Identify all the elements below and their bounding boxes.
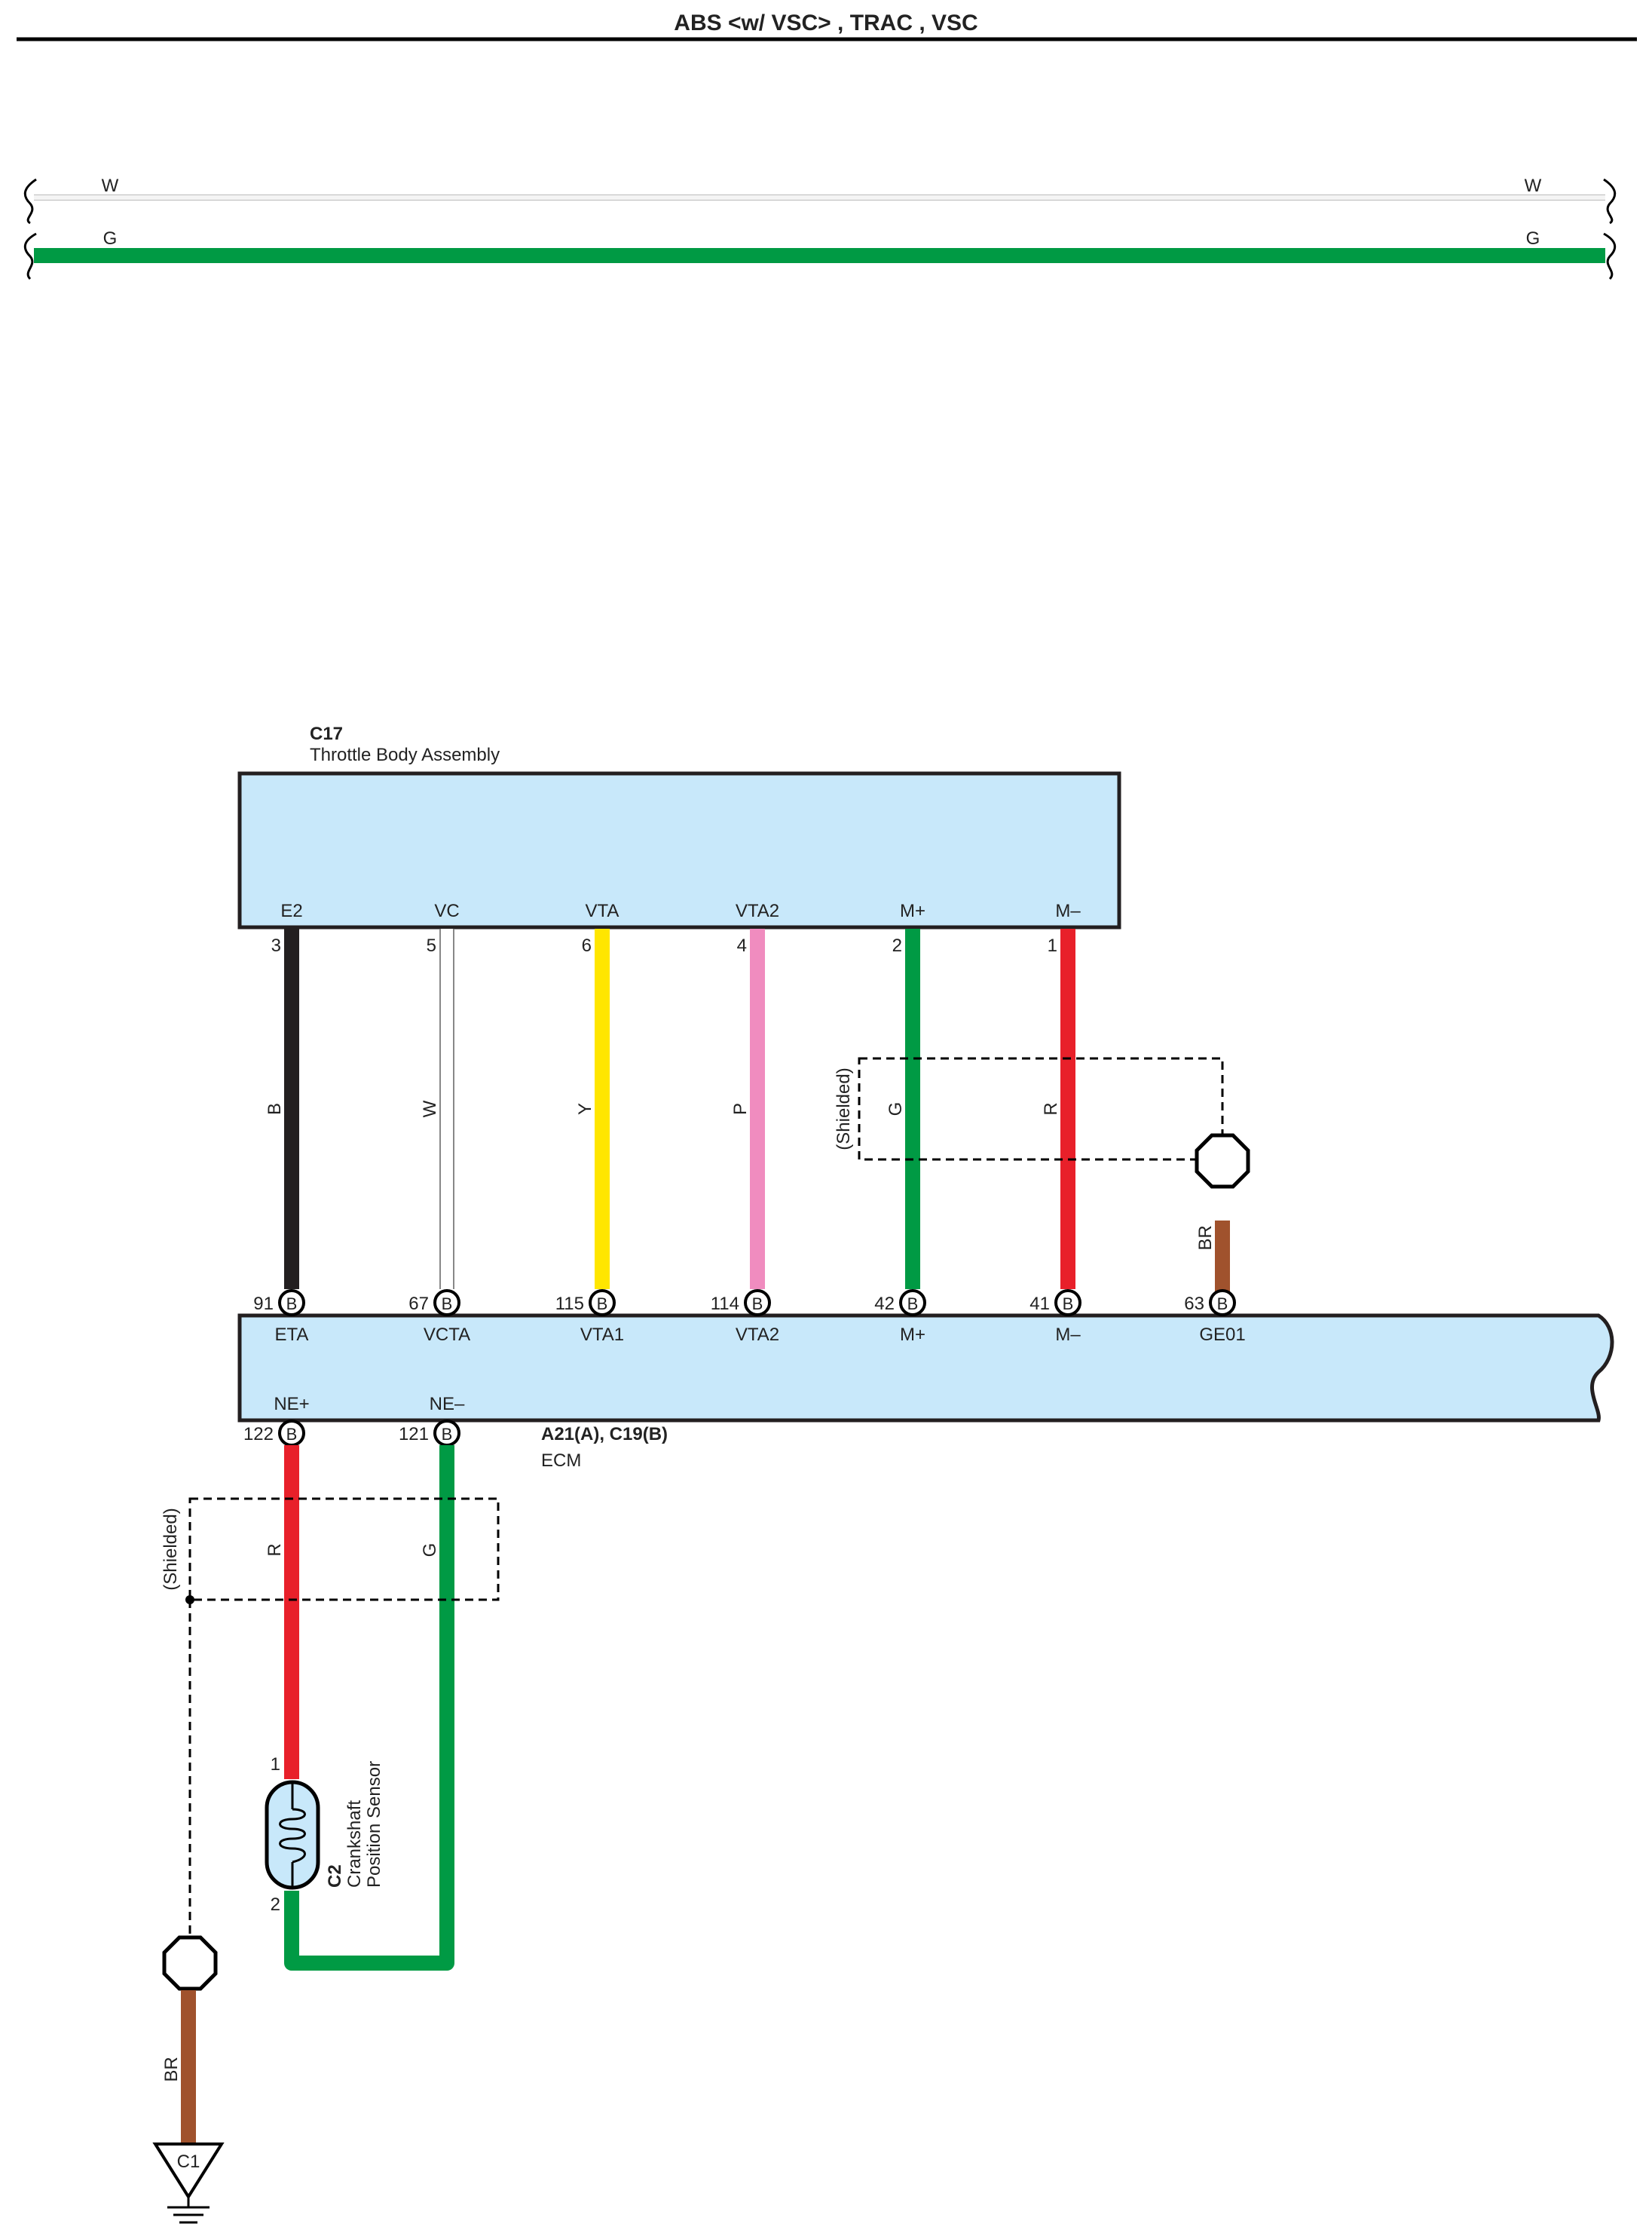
tb-pin-number: 5 bbox=[427, 936, 436, 956]
bus-w-left-label: W bbox=[102, 176, 119, 196]
crank-sensor-name-line2: Position Sensor bbox=[364, 1761, 384, 1888]
shield-bottom-label: (Shielded) bbox=[161, 1508, 181, 1590]
bus-wires: W W G G bbox=[23, 176, 1617, 280]
shield-top: (Shielded) BR bbox=[834, 1057, 1250, 1300]
connector-letter: B bbox=[597, 1294, 608, 1313]
ecm-code: A21(A), C19(B) bbox=[541, 1424, 668, 1444]
break-mark-right-g bbox=[1603, 232, 1617, 280]
ecm-pin-number: 122 bbox=[243, 1424, 274, 1444]
wire-color-label: B bbox=[265, 1103, 285, 1115]
ecm-pin-number: 67 bbox=[408, 1294, 429, 1314]
break-mark-right-w bbox=[1603, 178, 1617, 225]
tb-pin-name: VTA2 bbox=[736, 901, 779, 921]
ecm-pin-name: GE01 bbox=[1199, 1325, 1245, 1345]
ground-triangle-icon bbox=[152, 2143, 225, 2200]
crank-wire-r-label: R bbox=[265, 1543, 285, 1556]
tb-pin-number: 1 bbox=[1048, 936, 1057, 956]
connector-letter: B bbox=[907, 1294, 919, 1313]
ecm-box bbox=[237, 1313, 1614, 1423]
shield-top-splice-icon bbox=[1195, 1133, 1250, 1189]
connector-letter: B bbox=[442, 1425, 453, 1444]
connector-terminal-icon bbox=[1054, 1289, 1081, 1316]
ecm-pin-number: 114 bbox=[711, 1294, 739, 1314]
crank-wire-g bbox=[284, 1445, 454, 1971]
shield-top-label: (Shielded) bbox=[834, 1067, 854, 1150]
tb-pin-name: VTA bbox=[586, 901, 620, 921]
connector-letter: B bbox=[1063, 1294, 1074, 1313]
ecm-pin-name: VTA2 bbox=[736, 1325, 779, 1345]
coil-icon bbox=[279, 1808, 306, 1864]
crank-sensor-pin1: 1 bbox=[271, 1754, 280, 1775]
wire-color-label: P bbox=[730, 1103, 751, 1115]
ecm-pin-number: 63 bbox=[1184, 1294, 1204, 1314]
ecm-pin-name: M+ bbox=[900, 1325, 925, 1345]
throttle-body-box bbox=[237, 771, 1121, 930]
crank-sensor-code: C2 bbox=[325, 1864, 345, 1888]
shield-top-box bbox=[858, 1057, 1224, 1161]
ecm-pin-name: VCTA bbox=[424, 1325, 470, 1345]
crank-wires: R G bbox=[265, 1445, 454, 1971]
throttle-body-name: Throttle Body Assembly bbox=[310, 745, 500, 765]
tb-pin-name: E2 bbox=[280, 901, 302, 921]
crank-sensor-pin2: 2 bbox=[271, 1894, 280, 1915]
page-title: ABS <w/ VSC> , TRAC , VSC bbox=[674, 11, 977, 35]
crank-sensor: 1 2 C2 Crankshaft Position Sensor bbox=[265, 1754, 384, 1915]
ecm-pin-number: 41 bbox=[1029, 1294, 1050, 1314]
connector-terminal-icon bbox=[278, 1289, 305, 1316]
ground-c1: C1 bbox=[152, 2143, 225, 2224]
bus-w-right-label: W bbox=[1525, 176, 1542, 196]
crank-wire-g-label: G bbox=[420, 1543, 440, 1557]
tb-pin-number: 6 bbox=[582, 936, 592, 956]
tb-pin-number: 3 bbox=[271, 936, 281, 956]
tb-pin-name: M+ bbox=[900, 901, 925, 921]
wire-color-label: W bbox=[420, 1100, 440, 1117]
connector-terminal-icon bbox=[1209, 1289, 1236, 1316]
throttle-body-code: C17 bbox=[310, 724, 343, 744]
break-mark-left-g bbox=[23, 232, 37, 280]
connector-terminal-icon bbox=[899, 1289, 926, 1316]
break-mark-left-w bbox=[23, 178, 37, 225]
ecm-pin-number: 91 bbox=[253, 1294, 274, 1314]
ecm-pin-name: NE– bbox=[430, 1394, 465, 1414]
ecm-pin-number: 121 bbox=[399, 1424, 429, 1444]
ground-wire-br-label: BR bbox=[161, 2057, 182, 2081]
wire-color-label: G bbox=[886, 1102, 906, 1116]
ecm-pin-number: 115 bbox=[555, 1294, 584, 1314]
ecm-pin-name: M– bbox=[1055, 1325, 1081, 1345]
connector-letter: B bbox=[286, 1294, 298, 1313]
shield-bottom: (Shielded) BR bbox=[161, 1497, 500, 2143]
ecm-pin-name: ETA bbox=[275, 1325, 309, 1345]
crank-sensor-name-line1: Crankshaft bbox=[344, 1800, 365, 1888]
shield-bottom-splice-icon bbox=[162, 1935, 218, 1991]
ecm-pin-name: VTA1 bbox=[580, 1325, 624, 1345]
connector-letter: B bbox=[752, 1294, 763, 1313]
ecm-pin-number: 42 bbox=[874, 1294, 895, 1314]
tb-pin-number: 4 bbox=[737, 936, 747, 956]
tb-pin-number: 2 bbox=[892, 936, 902, 956]
wire-color-label: R bbox=[1041, 1102, 1061, 1115]
bus-g-right-label: G bbox=[1526, 228, 1540, 249]
ecm-pin-name: NE+ bbox=[274, 1394, 309, 1414]
bus-g-left-label: G bbox=[103, 228, 118, 249]
connector-letter: B bbox=[442, 1294, 453, 1313]
shield-top-ground-wire-label: BR bbox=[1195, 1225, 1216, 1250]
tb-pin-name: M– bbox=[1055, 901, 1081, 921]
connector-letter: B bbox=[286, 1425, 298, 1444]
wire-color-label: Y bbox=[575, 1103, 595, 1115]
connector-terminal-icon bbox=[744, 1289, 771, 1316]
ecm-name: ECM bbox=[541, 1450, 581, 1471]
throttle-body-assembly: C17 Throttle Body Assembly E2 3 VC 5 VTA 6 VTA… bbox=[237, 724, 1121, 956]
ground-label: C1 bbox=[177, 2152, 200, 2172]
connector-terminal-icon bbox=[589, 1289, 616, 1316]
connector-letter: B bbox=[1217, 1294, 1228, 1313]
shield-bottom-box bbox=[188, 1497, 500, 1601]
tb-pin-name: VC bbox=[434, 901, 459, 921]
connector-terminal-icon bbox=[433, 1289, 460, 1316]
